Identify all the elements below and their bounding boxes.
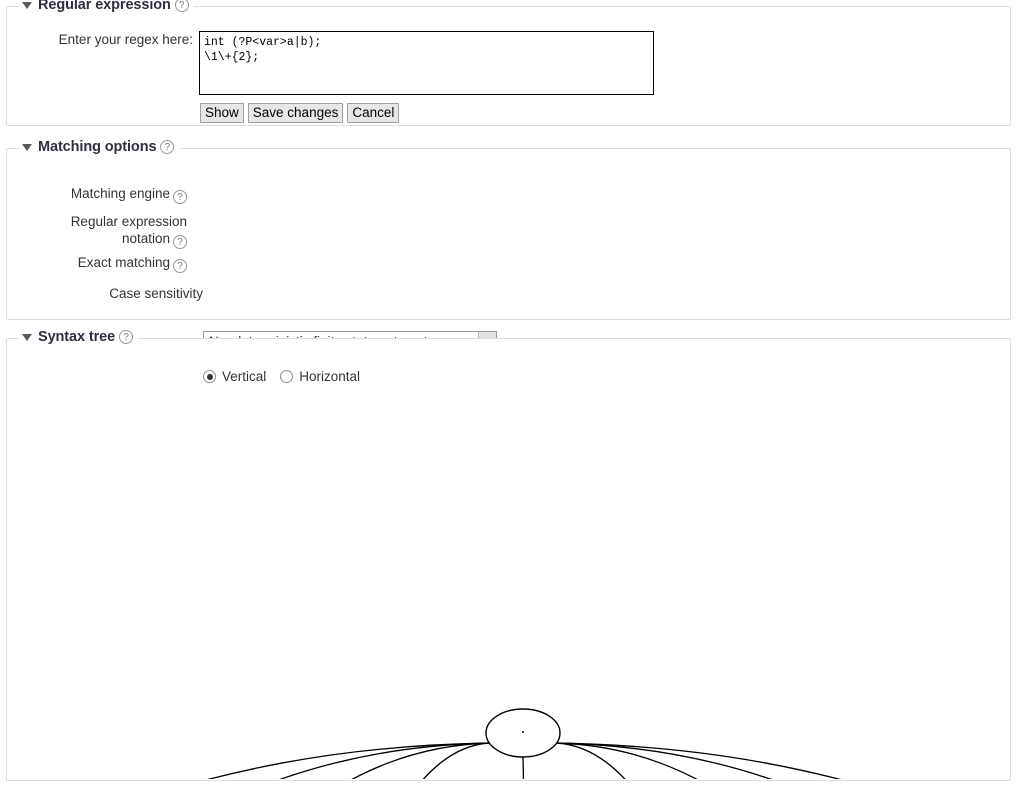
help-icon[interactable]: ? [173, 190, 187, 204]
case-sensitivity-label: Case sensitivity [109, 286, 203, 301]
matching-section-legend[interactable]: Matching options ? [19, 139, 180, 155]
orientation-radio-group: Vertical Horizontal [203, 369, 360, 384]
save-changes-button[interactable]: Save changes [247, 103, 344, 123]
regex-legend-label: Regular expression [38, 0, 171, 13]
help-icon[interactable]: ? [119, 330, 134, 344]
tree-node[interactable]: · [485, 708, 561, 758]
help-icon[interactable]: ? [174, 0, 189, 12]
radio-vertical[interactable] [203, 370, 216, 383]
syntax-tree-legend-label: Syntax tree [38, 329, 116, 345]
matching-options-section: Matching options ? Matching engine? Nond… [6, 139, 1011, 452]
syntax-tree-section-legend[interactable]: Syntax tree ? [19, 329, 139, 345]
tree-edge [279, 742, 489, 779]
tree-edge [206, 742, 489, 779]
radio-horizontal[interactable] [280, 370, 294, 383]
help-icon[interactable]: ? [173, 259, 187, 273]
syntax-tree-section: Syntax tree ? Vertical Horizontal ·intsp… [6, 329, 1011, 781]
cancel-button[interactable]: Cancel [347, 103, 400, 123]
matching-legend-label: Matching options [38, 139, 157, 155]
help-icon[interactable]: ? [173, 235, 187, 249]
tree-node-label: · [520, 725, 525, 742]
collapse-triangle-icon[interactable] [22, 1, 32, 9]
regex-field-label: Enter your regex here: [58, 32, 193, 47]
show-button[interactable]: Show [200, 103, 244, 123]
exact-matching-label: Exact matching? [27, 254, 187, 273]
tree-edge [556, 742, 626, 779]
tree-nodes: ·intspace(?P<var>...) #1;\1{2};|ab+ [485, 708, 561, 758]
regex-button-row: Show Save changes Cancel [200, 103, 400, 123]
regex-input[interactable] [199, 31, 654, 95]
collapse-triangle-icon[interactable] [22, 333, 32, 341]
tree-edge [557, 742, 842, 779]
regex-section-legend[interactable]: Regular expression ? [19, 0, 194, 13]
tree-edge [557, 742, 698, 779]
collapse-triangle-icon[interactable] [22, 143, 32, 151]
tree-edge [557, 742, 773, 779]
tree-edge [422, 742, 490, 779]
tree-edge [351, 742, 489, 779]
radio-horizontal-label[interactable]: Horizontal [299, 369, 361, 384]
tree-edge [522, 756, 525, 779]
tree-node-shape [485, 708, 561, 758]
tree-edges [206, 742, 842, 779]
syntax-tree-diagram: ·intspace(?P<var>...) #1;\1{2};|ab+ [206, 708, 842, 779]
radio-vertical-label[interactable]: Vertical [222, 369, 267, 384]
regex-notation-label: Regular expression notation? [70, 214, 187, 249]
matching-engine-label: Matching engine? [27, 185, 187, 204]
regular-expression-section: Regular expression ? Enter your regex he… [6, 0, 1011, 126]
help-icon[interactable]: ? [160, 140, 175, 154]
